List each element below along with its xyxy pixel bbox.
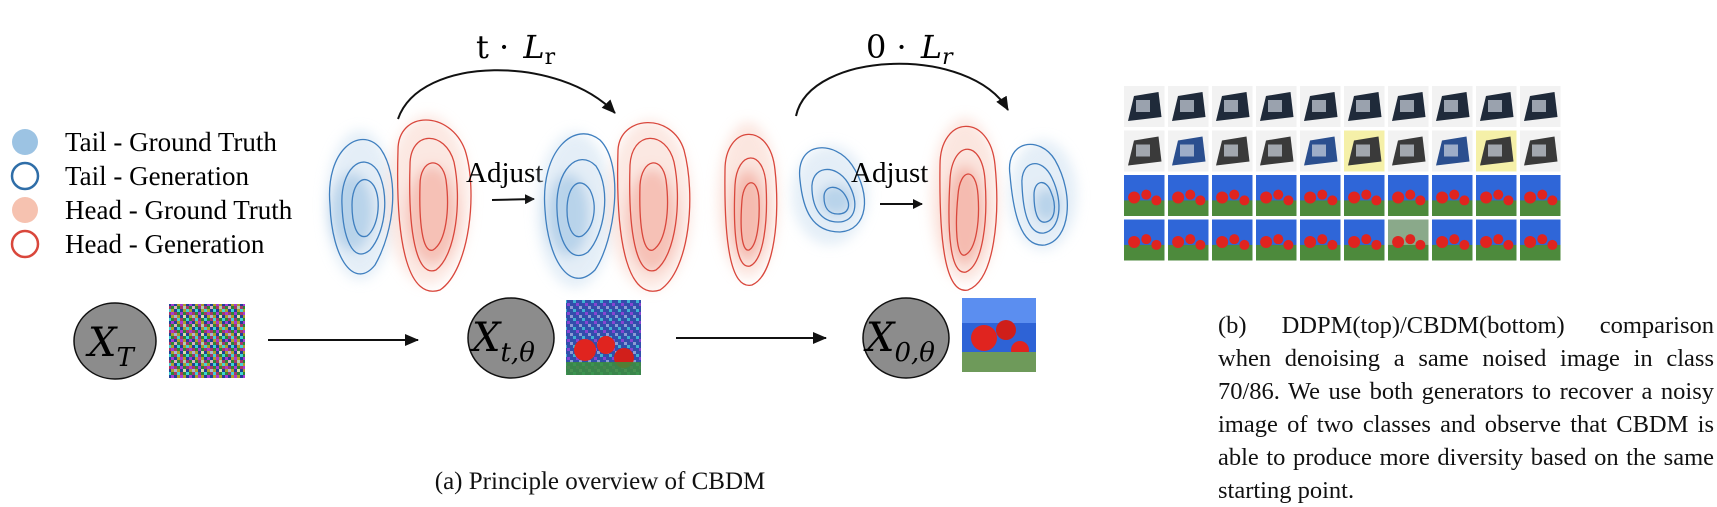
phone-thumbnail xyxy=(1168,130,1209,172)
caption-a: (a) Principle overview of CBDM xyxy=(434,468,766,495)
phone-thumbnail xyxy=(1256,130,1297,172)
density-after-step2 xyxy=(931,118,1077,291)
legend-label: Tail - Generation xyxy=(65,161,250,191)
rose-thumbnail xyxy=(1124,175,1165,216)
head-generation-contours xyxy=(396,119,472,292)
phone-thumbnail xyxy=(1388,130,1429,172)
adjust-label-step1: Adjust xyxy=(466,157,543,189)
rose-thumbnail xyxy=(1212,175,1253,216)
partially-denoised-image xyxy=(566,300,641,375)
rose-thumbnail xyxy=(1344,175,1385,216)
phone-thumbnail xyxy=(1212,130,1253,172)
phone-thumbnail xyxy=(1344,86,1385,127)
node-x0: X0,θ xyxy=(862,297,950,379)
rose-thumbnail xyxy=(1520,175,1561,216)
loss-arc-step2 xyxy=(795,62,1009,117)
head-ground-truth-density xyxy=(608,120,692,290)
loss-arc-step1 xyxy=(397,69,616,120)
legend-label: Head - Ground Truth xyxy=(65,195,293,225)
phone-thumbnail xyxy=(1432,86,1473,127)
rose-thumbnail xyxy=(1256,175,1297,216)
rose-thumbnail xyxy=(1300,175,1341,216)
rose-thumbnail xyxy=(1168,219,1209,261)
rose-thumbnail xyxy=(1388,219,1429,261)
phone-thumbnail xyxy=(1344,130,1385,172)
comparison-image-grid xyxy=(1124,86,1561,261)
density-before-step2 xyxy=(718,122,868,286)
rose-thumbnail xyxy=(1432,219,1473,261)
phone-thumbnail xyxy=(1388,86,1429,127)
head-generation-contours xyxy=(939,125,998,291)
rose-thumbnail xyxy=(1300,219,1341,261)
phone-thumbnail xyxy=(1168,86,1209,127)
rose-thumbnail xyxy=(1124,219,1165,261)
phone-thumbnail xyxy=(1256,86,1297,127)
noise-image-xT xyxy=(169,304,245,378)
node-label: X0,θ xyxy=(863,315,935,368)
node-circle xyxy=(73,302,157,380)
head-generation-contours xyxy=(724,133,778,286)
node-label: XT xyxy=(85,320,135,373)
density-before-step1 xyxy=(326,115,472,292)
phone-thumbnail xyxy=(1476,86,1517,127)
phone-thumbnail xyxy=(1520,86,1561,127)
rose-thumbnail xyxy=(1212,219,1253,261)
rose-thumbnail xyxy=(1476,175,1517,216)
node-circle xyxy=(467,297,555,379)
denoised-image xyxy=(962,298,1036,372)
rose-thumbnail xyxy=(1520,219,1561,261)
node-label: Xt,θ xyxy=(469,315,535,368)
legend-marker xyxy=(10,229,40,259)
head-generation-contours xyxy=(616,121,691,292)
tail-generation-contours xyxy=(328,138,394,275)
node-xt: Xt,θ xyxy=(467,297,555,379)
phone-thumbnail xyxy=(1212,86,1253,127)
head-ground-truth-density xyxy=(386,115,470,285)
phone-thumbnail xyxy=(1300,86,1341,127)
phone-thumbnail xyxy=(1124,86,1165,127)
node-circle xyxy=(862,297,950,379)
head-ground-truth-density xyxy=(718,122,778,278)
rose-thumbnail xyxy=(1476,219,1517,261)
adjust-label-step2: Adjust xyxy=(851,157,928,189)
phone-thumbnail xyxy=(1520,130,1561,172)
tail-ground-truth-density xyxy=(326,130,394,280)
density-after-step1 xyxy=(537,120,692,292)
caption-b: (b) DDPM(top)/CBDM(bottom) comparison wh… xyxy=(1218,312,1714,504)
tail-ground-truth-density xyxy=(537,132,613,288)
phone-thumbnail xyxy=(1300,130,1341,172)
legend-marker xyxy=(12,129,38,155)
rose-thumbnail xyxy=(1168,175,1209,216)
tail-generation-contours xyxy=(1008,143,1068,246)
rose-thumbnail xyxy=(1432,175,1473,216)
loss-label-step2: 0 · Lr xyxy=(866,28,954,70)
legend-label: Tail - Ground Truth xyxy=(65,127,277,157)
rose-thumbnail xyxy=(1344,219,1385,261)
legend-marker xyxy=(12,197,38,223)
node-xT: XT xyxy=(73,302,157,380)
legend-label: Head - Generation xyxy=(65,229,265,259)
phone-thumbnail xyxy=(1432,130,1473,172)
phone-thumbnail xyxy=(1476,130,1517,172)
legend-marker xyxy=(10,161,40,191)
rose-thumbnail xyxy=(1388,175,1429,216)
phone-thumbnail xyxy=(1124,130,1165,172)
loss-label-step1: t · Lr xyxy=(476,28,556,70)
tail-generation-contours xyxy=(543,133,616,279)
adjust-arrow-step1 xyxy=(491,194,535,205)
tail-generation-contours xyxy=(799,147,866,233)
rose-thumbnail xyxy=(1256,219,1297,261)
